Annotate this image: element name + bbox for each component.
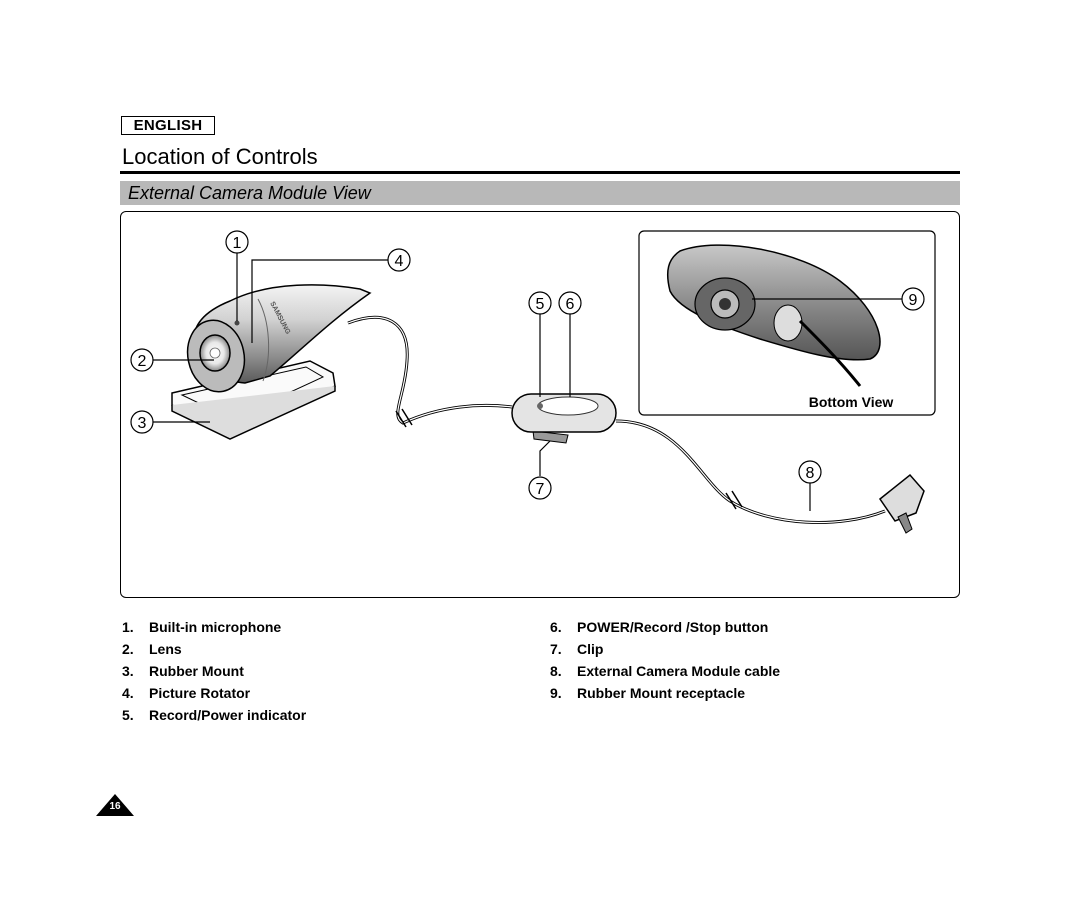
language-badge: ENGLISH (121, 116, 215, 135)
callouts: 1 4 2 3 5 6 7 8 9 (130, 230, 925, 500)
legend-left: 1.Built-in microphone 2.Lens 3.Rubber Mo… (122, 616, 306, 726)
camera-cable (347, 315, 513, 425)
page-title: Location of Controls (122, 144, 318, 169)
rubber-mount (171, 360, 336, 440)
legend-item: 6.POWER/Record /Stop button (550, 619, 769, 635)
svg-text:4: 4 (395, 253, 404, 270)
bottom-view-inset (638, 230, 936, 416)
svg-text:8: 8 (806, 465, 815, 482)
callout-8: 8 (798, 460, 822, 484)
legend-item: 9.Rubber Mount receptacle (550, 685, 746, 701)
svg-text:2: 2 (138, 353, 147, 370)
module-cable (615, 419, 886, 524)
callout-1: 1 (225, 230, 249, 254)
camera-module-illustration: SAMSUNG Bottom View (130, 230, 936, 534)
legend-item: 7.Clip (550, 641, 604, 657)
callout-2: 2 (130, 348, 154, 372)
callout-6: 6 (558, 291, 582, 315)
power-record-controller (511, 393, 617, 444)
svg-text:3: 3 (138, 415, 147, 432)
section-title: External Camera Module View (128, 183, 371, 203)
svg-text:1: 1 (233, 235, 242, 252)
legend-item: 2.Lens (122, 641, 182, 657)
callout-5: 5 (528, 291, 552, 315)
legend-item: 8.External Camera Module cable (550, 663, 781, 679)
legend-item: 4.Picture Rotator (122, 685, 251, 701)
figure-frame (120, 211, 960, 598)
callout-3: 3 (130, 410, 154, 434)
legend-item: 1.Built-in microphone (122, 619, 282, 635)
page-number-triangle-icon (96, 794, 134, 816)
svg-text:7: 7 (536, 481, 545, 498)
legend-item: 5.Record/Power indicator (122, 707, 307, 723)
leader-lines (153, 251, 902, 511)
inset-caption: Bottom View (809, 394, 894, 410)
section-header-bar: External Camera Module View (120, 181, 960, 205)
svg-text:5: 5 (536, 296, 545, 313)
cable-plug (878, 473, 925, 534)
svg-text:9: 9 (909, 292, 918, 309)
legend-right: 6.POWER/Record /Stop button 7.Clip 8.Ext… (550, 616, 780, 704)
page-number: 16 (109, 801, 121, 812)
title-rule (120, 171, 960, 174)
callout-9: 9 (901, 287, 925, 311)
camera-body: SAMSUNG (186, 284, 372, 393)
svg-text:6: 6 (566, 296, 575, 313)
callout-4: 4 (387, 248, 411, 272)
legend-item: 3.Rubber Mount (122, 663, 244, 679)
callout-7: 7 (528, 476, 552, 500)
